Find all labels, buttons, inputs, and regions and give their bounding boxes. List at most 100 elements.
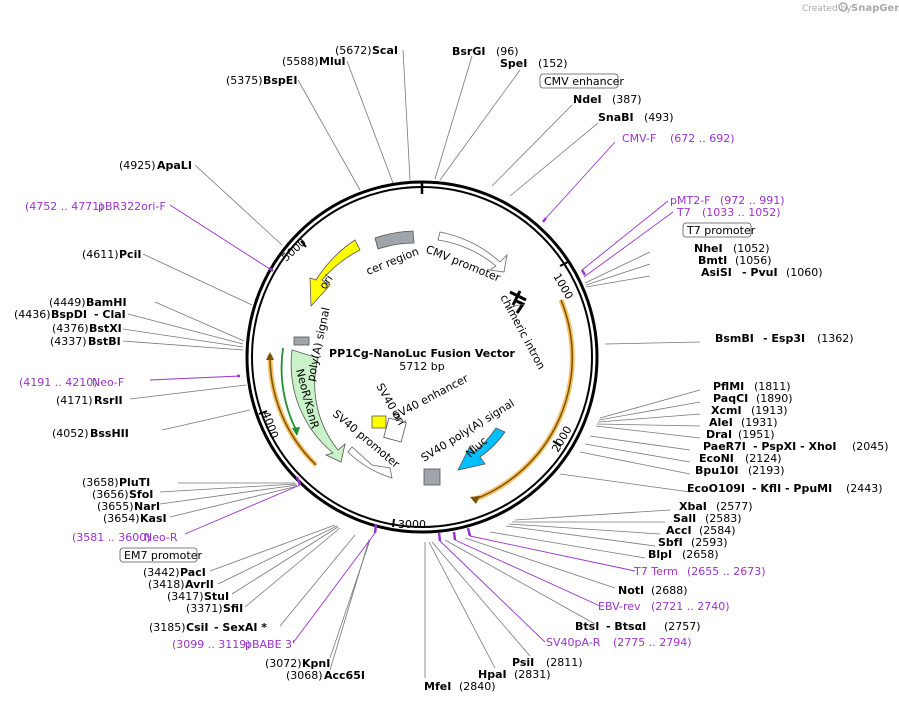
site-name: BlpI	[648, 548, 672, 561]
site-kasi: (3654) KasI	[103, 512, 167, 525]
site-name: EcoO109I	[687, 482, 745, 495]
site-extra: - BtsαI	[606, 620, 646, 633]
primer-sv40pa-r: SV40pA-R (2775 .. 2794)	[546, 636, 692, 649]
primer-range: (2655 .. 2673)	[687, 565, 766, 578]
site-pos: (2124)	[745, 452, 782, 465]
primer-range: (972 .. 991)	[720, 194, 785, 207]
site-bamhi: (4449) BamHI	[49, 296, 127, 309]
site-name: NarI	[134, 500, 160, 513]
cmv-promoter-label: CMV promoter	[424, 243, 503, 285]
site-ndei: NdeI (387)	[573, 93, 642, 106]
site-pos: (1951)	[738, 428, 775, 441]
site-name: XbaI	[679, 500, 707, 513]
site-name: SnaBI	[598, 111, 634, 124]
site-drai: DraI (1951)	[706, 428, 775, 441]
primer-name: SV40pA-R	[546, 636, 601, 649]
site-blpi: BlpI (2658)	[648, 548, 719, 561]
site-pos: (2658)	[682, 548, 719, 561]
sv40-promoter-arrow	[347, 446, 393, 479]
tick-label-4000: 4000	[259, 410, 281, 441]
site-rsrii: (4171) RsrII	[56, 394, 123, 407]
site-pos: (3654)	[103, 512, 140, 525]
site-xcmi: XcmI (1913)	[711, 404, 788, 417]
site-pos: (1362)	[817, 332, 854, 345]
primer-range: (2721 .. 2740)	[651, 600, 730, 613]
site-pos: (2583)	[705, 512, 742, 525]
t7-promoter-box	[682, 222, 752, 238]
primer-name: Neo-R	[144, 531, 178, 544]
site-bsrgi: BsrGI (96)	[452, 45, 519, 58]
site-pos: (2193)	[748, 464, 785, 477]
site-name: BamHI	[86, 296, 127, 309]
site-name: BstXI	[89, 322, 122, 335]
em7-promoter-box	[119, 547, 198, 563]
site-noti: NotI (2688)	[618, 584, 688, 597]
ori-arrow	[309, 239, 361, 307]
site-name: Bpu10I	[695, 464, 739, 477]
site-pos: (2840)	[459, 680, 496, 693]
neor-inner-arc-arrow-icon	[292, 427, 300, 436]
site-pos: (4052)	[52, 427, 89, 440]
site-name: BsmBI	[715, 332, 754, 345]
site-bstxi: (4376) BstXI	[52, 322, 122, 335]
site-nhei: NheI (1052)	[694, 242, 770, 255]
site-name: PacI	[180, 566, 206, 579]
site-extra: - SexAI *	[214, 621, 267, 634]
site-extra: - ClaI	[94, 308, 126, 321]
primer-name: pBABE 3'	[245, 638, 295, 651]
site-avrii: (3418) AvrII	[148, 578, 214, 591]
em7-promoter-label: EM7 promoter	[124, 549, 202, 562]
site-name: ApaLI	[157, 159, 192, 172]
primer-name: CMV-F	[622, 132, 656, 145]
site-pos: (5672)	[335, 44, 372, 57]
site-bsshii: (4052) BssHII	[52, 427, 129, 440]
site-pos: (3658)	[82, 476, 119, 489]
site-name: CsiI	[186, 621, 208, 634]
site-pos: (4337)	[50, 335, 87, 348]
site-name: BmtI	[698, 254, 727, 267]
site-extra: - PspXI - XhoI	[753, 440, 836, 453]
site-psii: PsiI (2811)	[512, 656, 583, 669]
site-pos: (3655)	[97, 500, 134, 513]
site-name: SfiI	[223, 602, 243, 615]
site-pos: (2584)	[699, 524, 736, 537]
site-name: BspEI	[263, 74, 297, 87]
primer-t7: T7 (1033 .. 1052)	[676, 206, 781, 219]
nluc-arrow	[457, 427, 506, 471]
site-bspei: (5375) BspEI	[226, 74, 297, 87]
site-nari: (3655) NarI	[97, 500, 160, 513]
primer-cmv-f: CMV-F (672 .. 692)	[622, 132, 735, 145]
site-pos: (3656)	[92, 488, 129, 501]
site-name: HpaI	[478, 668, 507, 681]
site-pos: (5588)	[282, 55, 319, 68]
site-pos: (4611)	[82, 248, 119, 261]
site-pos: (3442)	[143, 566, 180, 579]
site-pos: (4171)	[56, 394, 93, 407]
site-name: PluTI	[119, 476, 150, 489]
tick-label-5000: 5000	[279, 236, 309, 264]
site-pos: (2811)	[546, 656, 583, 669]
site-xbai: XbaI (2577)	[679, 500, 753, 513]
site-name: Acc65I	[324, 669, 365, 682]
primer-pmt2-f: pMT2-F (972 .. 991)	[670, 194, 785, 207]
site-name: RsrII	[94, 394, 123, 407]
site-pos: (3417)	[167, 590, 204, 603]
primer-lines	[149, 141, 674, 644]
neor-kanr-arrow	[290, 349, 346, 463]
site-bmti: BmtI (1056)	[698, 254, 772, 267]
primer-range: (1033 .. 1052)	[702, 206, 781, 219]
site-name: NheI	[694, 242, 723, 255]
site-name: PciI	[119, 248, 141, 261]
primer-range: (3581 .. 3600)	[72, 531, 151, 544]
site-bpu10i: Bpu10I (2193)	[695, 464, 785, 477]
site-stui: (3417) StuI	[167, 590, 229, 603]
site-apali: (4925) ApaLI	[119, 159, 192, 172]
site-pos: (96)	[496, 45, 519, 58]
site-mlui: (5588) MluI	[282, 55, 346, 68]
primer-name: EBV-rev	[598, 600, 641, 613]
site-mfei: MfeI (2840)	[424, 680, 496, 693]
site-name: PflMI	[713, 380, 744, 393]
site-pluti: (3658) PluTI	[82, 476, 150, 489]
site-pos: (4436)	[14, 308, 51, 321]
site-pos: (1890)	[756, 392, 793, 405]
